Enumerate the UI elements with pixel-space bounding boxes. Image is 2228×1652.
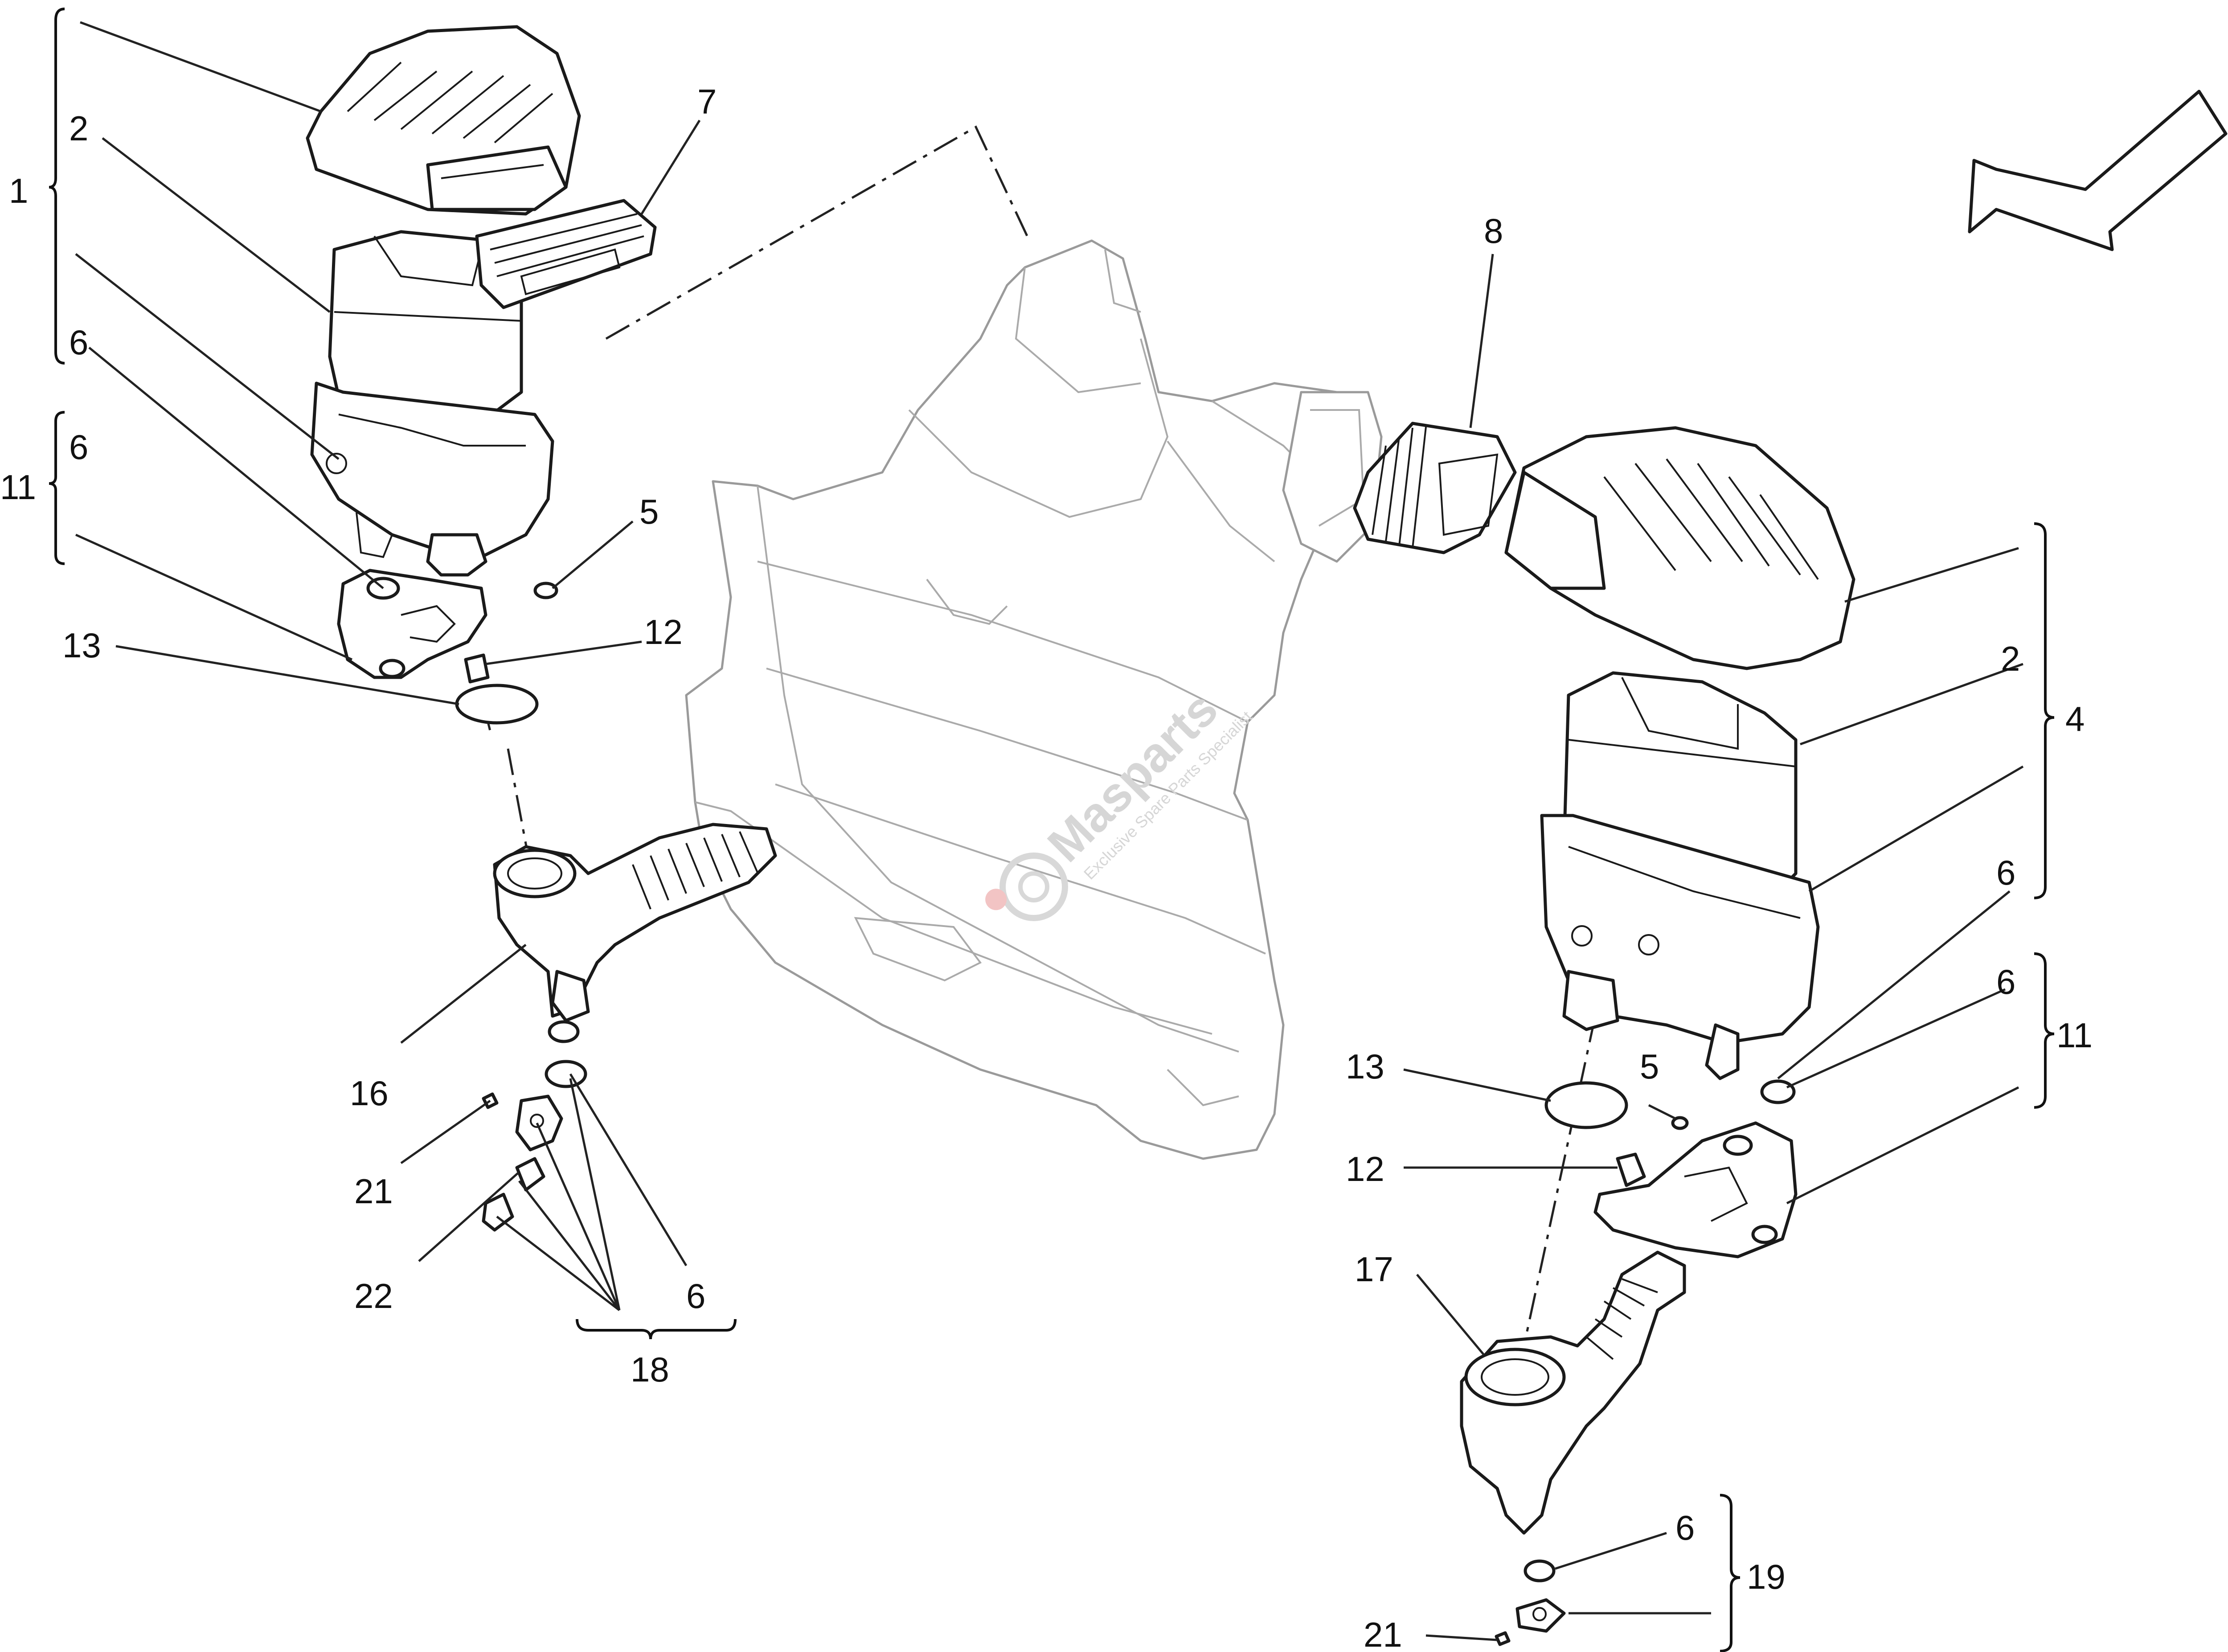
brace-group-11-right [2034,952,2055,1109]
right-duct-seal-8 [1353,422,1517,554]
callouts-right: 8 2 4 6 6 11 13 5 12 17 6 19 21 [1346,211,2093,1652]
left-air-filter [328,230,523,421]
callout-6-right-lower: 6 [1675,1508,1695,1547]
callout-5-left: 5 [639,492,659,531]
callout-17: 17 [1355,1250,1393,1289]
left-airbox-cover [306,25,581,216]
callout-5-right: 5 [1640,1047,1659,1086]
callout-11-right: 11 [2056,1016,2093,1055]
brace-group-11-left [49,411,65,565]
brace-group-1 [49,8,65,365]
left-sensor-12 [464,653,490,684]
direction-arrow-icon [1968,90,2228,251]
left-bracket-18 [482,1020,587,1232]
left-nut-5 [533,582,558,599]
callouts-left: 1 2 6 7 11 6 5 13 12 16 21 22 6 18 [0,82,717,1389]
callout-21-left: 21 [354,1172,393,1211]
right-airbox-cover [1504,426,1855,670]
callout-13-left: 13 [62,626,101,665]
callout-18: 18 [631,1350,669,1389]
leader-lines [75,21,2024,1641]
right-seal-ring-13 [1544,1081,1628,1129]
right-outlet-pipe-17 [1460,1250,1686,1535]
right-airbox-lower-housing [1540,814,1820,1080]
air-intake-shroud [685,239,1383,1160]
right-grommet-6 [1760,1079,1796,1104]
callout-21-right: 21 [1364,1615,1402,1652]
callout-2-right: 2 [2001,639,2020,678]
callout-16: 16 [350,1074,389,1113]
left-airbox-lower-housing [310,381,554,577]
callout-6-left-group: 6 [69,427,88,467]
right-nut-5 [1671,1116,1689,1130]
callout-19: 19 [1747,1557,1786,1596]
assembly-line-duct [605,125,1031,340]
right-airbox-bracket [1593,1121,1798,1258]
callout-6-right-group: 6 [1996,962,2015,1001]
left-airbox-bracket [337,569,487,679]
assembly-line-left-pipe [507,748,529,856]
left-seal-ring-13 [455,684,539,725]
callout-12-left: 12 [644,612,683,652]
callout-2-left: 2 [69,109,88,148]
callout-22: 22 [354,1276,393,1316]
brace-group-4 [2034,522,2055,899]
right-sensor-12 [1616,1152,1646,1187]
brace-group-18 [576,1319,737,1340]
callout-6-left-upper: 6 [69,323,88,362]
callout-1: 1 [9,171,28,210]
callout-12-right: 12 [1346,1149,1384,1189]
callout-8: 8 [1484,211,1503,250]
left-outlet-pipe-16 [493,823,777,1022]
callout-7: 7 [697,82,717,121]
callout-6-left-lower: 6 [686,1276,705,1316]
left-duct-seal [475,199,657,309]
callout-4: 4 [2065,699,2085,738]
brace-group-19 [1720,1494,1741,1652]
assembly-line-right-pipe [1523,1016,1597,1346]
right-bracket-19 [1495,1559,1566,1646]
callout-11-left: 11 [0,467,36,507]
callout-6-right-upper: 6 [1996,853,2015,892]
callout-13-right: 13 [1346,1047,1384,1086]
